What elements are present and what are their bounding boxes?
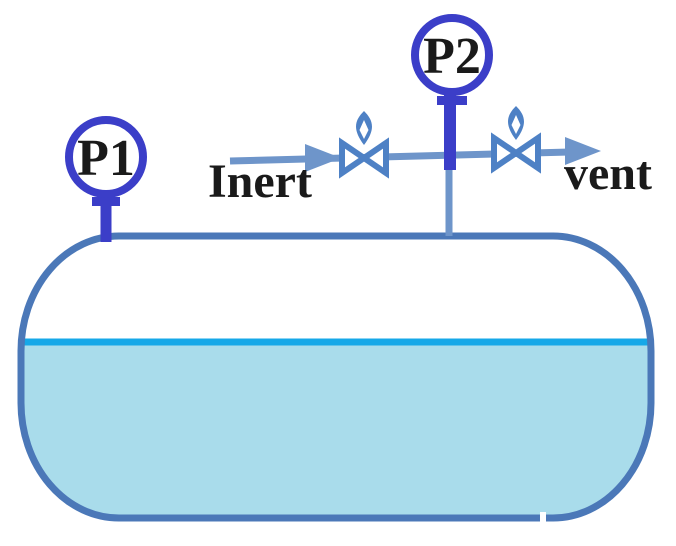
valve-actuator-icon: [356, 111, 372, 145]
vent-label: vent: [564, 147, 652, 200]
valve-right-wedge: [358, 137, 389, 179]
valve-right-wedge: [510, 132, 541, 174]
liquid-fill: [21, 342, 651, 518]
pressure-gauge-p2: P2: [411, 14, 493, 170]
valve-icon: [491, 106, 541, 174]
arrow-right-icon: [305, 144, 341, 172]
tank-body: [17, 232, 655, 522]
valve-icon: [339, 111, 389, 179]
arrow-right-icon: [565, 137, 601, 165]
valve-actuator-icon: [508, 106, 524, 140]
valve-left-wedge: [491, 132, 522, 174]
inlet-label: Inert: [208, 155, 312, 208]
p2-circle: [411, 14, 493, 96]
p1-circle: [65, 116, 147, 198]
outline-gap: [540, 512, 546, 523]
p1-label: P1: [77, 130, 135, 187]
valve-left-wedge: [339, 137, 370, 179]
p2-label: P2: [423, 28, 481, 85]
pressure-gauge-p1: P1: [65, 116, 147, 242]
